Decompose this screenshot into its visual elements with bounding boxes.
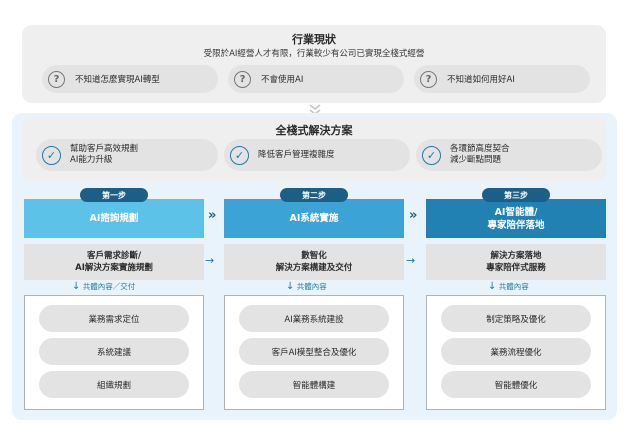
double-chevron-right-icon: » (409, 208, 418, 223)
down-arrow-icon: ↓ (72, 281, 81, 292)
benefit-2: ✓ 降低客戶管理複雜度 (224, 139, 410, 171)
task-box-1: 客戶需求診斷/AI解決方案實施規劃 (24, 244, 204, 280)
pain-point-label: 不知道如何用好AI (447, 75, 515, 85)
content-item: 智能體構建 (239, 371, 389, 398)
content-item: 業務流程優化 (441, 338, 591, 365)
question-icon: ? (234, 70, 251, 88)
check-icon: ✓ (422, 145, 441, 165)
content-item: 智能體優化 (441, 371, 591, 398)
step-label-2: 第二步 (280, 188, 348, 202)
step-label-1: 第一步 (80, 188, 148, 202)
pain-point-3: ? 不知道如何用好AI (414, 65, 590, 93)
content-item: AI業務系統建設 (239, 305, 389, 332)
industry-status-subtitle: 受限於AI經營人才有限，行業較少有公司已實現全棧式經營 (203, 49, 425, 59)
right-arrow-icon: → (205, 254, 215, 267)
pain-point-1: ? 不知道怎麼實現AI轉型 (42, 65, 218, 93)
content-item: 系統建議 (39, 338, 189, 365)
content-label-3: ↓ 共體內容 (488, 281, 529, 292)
industry-status-title: 行業現狀 (292, 33, 336, 46)
down-arrow-icon: ↓ (488, 281, 497, 292)
content-item: 業務需求定位 (39, 305, 189, 332)
question-icon: ? (420, 70, 437, 88)
check-icon: ✓ (42, 145, 61, 165)
down-arrow-icon: ↓ (286, 281, 295, 292)
content-label-1: ↓ 共體內容／交付 (72, 281, 136, 292)
content-label-2: ↓ 共體內容 (286, 281, 327, 292)
task-box-3: 解決方案落地專家陪伴式服務 (426, 244, 606, 280)
pain-point-2: ? 不會使用AI (228, 65, 404, 93)
phase-header-2: AI系統實施 (224, 199, 404, 238)
right-arrow-icon: → (406, 254, 416, 267)
pain-point-label: 不知道怎麼實現AI轉型 (75, 75, 160, 85)
check-icon: ✓ (230, 145, 249, 165)
benefit-text: 各環節高度契合減少斷點問題 (450, 144, 510, 165)
step-label-3: 第三步 (482, 188, 550, 202)
benefit-3: ✓ 各環節高度契合減少斷點問題 (416, 139, 602, 171)
question-icon: ? (48, 70, 65, 88)
pain-point-label: 不會使用AI (261, 75, 304, 85)
content-item: 客戶AI模型整合及優化 (239, 338, 389, 365)
content-item: 制定策略及優化 (441, 305, 591, 332)
phase-header-1: AI諮詢規劃 (24, 199, 204, 238)
benefit-text: 降低客戶管理複雜度 (258, 149, 335, 160)
task-box-2: 數智化解決方案構建及交付 (224, 244, 404, 280)
phase-header-3: AI智能體/專家陪伴落地 (426, 199, 606, 238)
double-chevron-right-icon: » (208, 208, 217, 223)
solution-title: 全棧式解決方案 (275, 124, 353, 137)
content-item: 組織規劃 (39, 371, 189, 398)
